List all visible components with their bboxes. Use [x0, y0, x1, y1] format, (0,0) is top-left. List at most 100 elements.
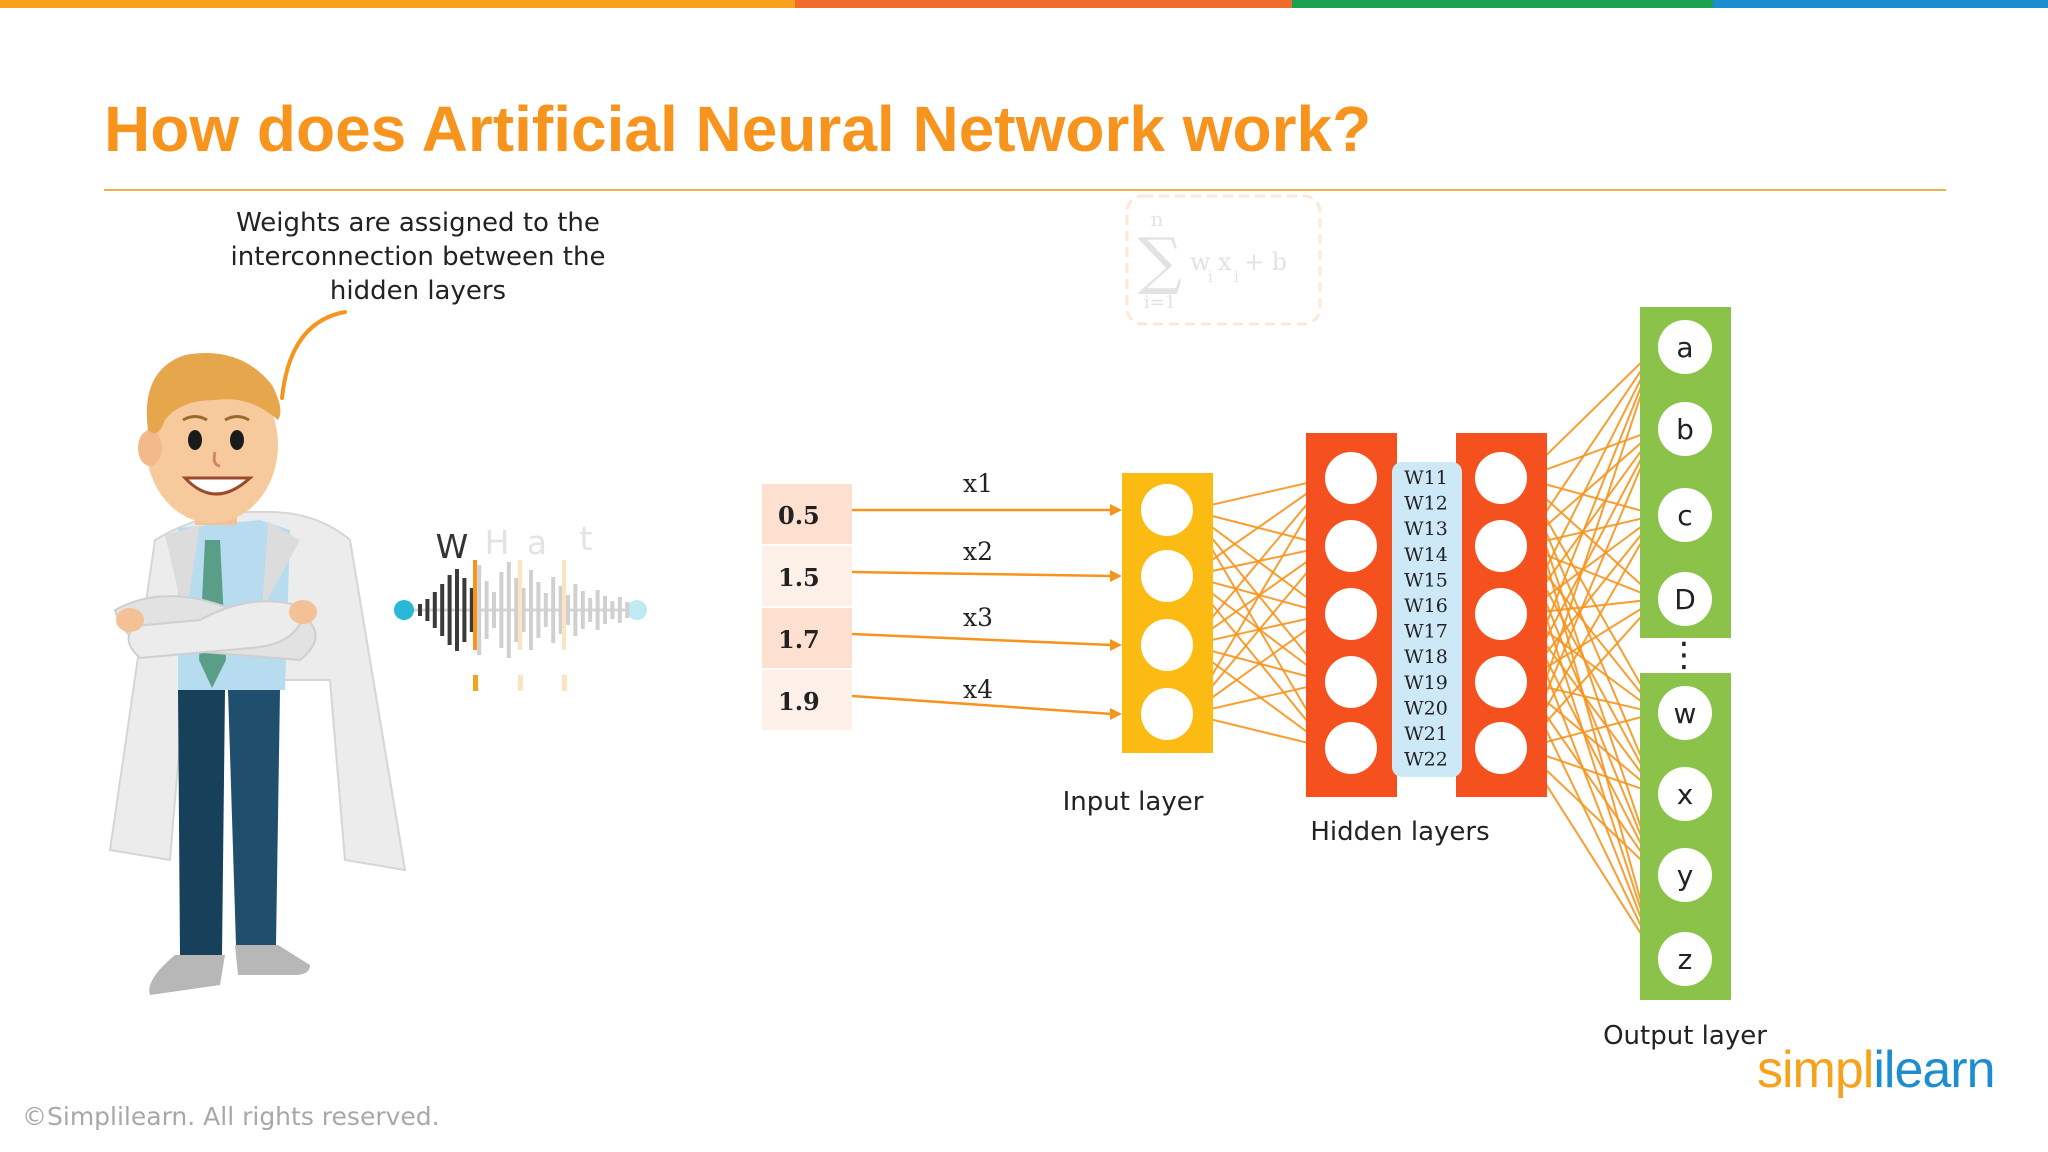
wave-bar [536, 582, 541, 638]
input-value: 1.5 [778, 563, 820, 592]
input-arrowhead [1110, 639, 1122, 651]
output-node [1658, 932, 1712, 986]
input-arrow [851, 632, 1113, 647]
output-node-label: b [1676, 413, 1694, 446]
wave-bar [492, 592, 496, 628]
input-label: x3 [963, 603, 993, 632]
output-node [1658, 320, 1712, 374]
copyright-notice: ©Simplilearn. All rights reserved. [22, 1102, 440, 1131]
input-value: 1.7 [778, 625, 820, 654]
output-node [1658, 686, 1712, 740]
input-value-cell [762, 484, 852, 544]
input-layer-label: Input layer [1063, 787, 1204, 817]
wave-bar [469, 588, 474, 632]
input-node [1141, 484, 1193, 536]
simplilearn-logo: simplilearn [1757, 1040, 1996, 1100]
output-node [1658, 572, 1712, 626]
input-node [1141, 688, 1193, 740]
weight-label: W15 [1404, 569, 1448, 591]
wave-bar [573, 584, 578, 636]
output-node-label: D [1674, 583, 1696, 616]
hidden-node-layer-1 [1325, 588, 1377, 640]
waveform-bars [418, 562, 630, 658]
output-node-label: a [1676, 331, 1693, 364]
formula-weight: w [1190, 248, 1211, 276]
wave-bar [529, 570, 533, 650]
wave-bar [595, 590, 600, 630]
output-node-label: z [1678, 943, 1693, 976]
title-underline [104, 189, 1946, 191]
hidden-node-layer-2 [1475, 588, 1527, 640]
wave-bar [603, 596, 607, 624]
output-layer-label: Output layer [1603, 1021, 1767, 1051]
weight-label: W20 [1404, 697, 1448, 719]
hidden-node-layer-1 [1325, 452, 1377, 504]
hidden-layers-label: Hidden layers [1310, 817, 1489, 847]
input-label: x1 [963, 469, 993, 498]
wave-bar [580, 591, 585, 629]
waveform-tick-3 [562, 675, 567, 691]
formula-x-sub: i [1234, 268, 1239, 286]
wave-bar [484, 581, 489, 639]
weight-label: W21 [1404, 723, 1448, 745]
hidden-node-layer-1 [1325, 722, 1377, 774]
formula-sigma: ∑ [1138, 224, 1182, 297]
waveform-letter-4: t [580, 519, 593, 558]
weight-label: W19 [1404, 672, 1448, 694]
input-value: 1.9 [778, 687, 820, 716]
wave-bar [566, 595, 570, 625]
output-node [1658, 848, 1712, 902]
wave-bar [625, 602, 630, 618]
formula-weight-sub: i [1208, 268, 1213, 286]
output-node-label: y [1677, 859, 1694, 892]
input-value: 0.5 [778, 501, 820, 530]
wave-bar [462, 578, 467, 642]
input-arrowhead [1110, 708, 1122, 720]
weight-label: W16 [1404, 595, 1448, 617]
hidden-node-layer-2 [1475, 520, 1527, 572]
wave-bar [447, 575, 452, 645]
waveform-end-dot [627, 600, 647, 620]
wave-bar [543, 593, 548, 627]
weight-label: W11 [1404, 467, 1448, 489]
input-arrow [851, 694, 1113, 716]
speech-callout: Weights are assigned to the interconnect… [230, 208, 606, 306]
input-label: x2 [963, 537, 993, 566]
hidden-node-layer-2 [1475, 722, 1527, 774]
top-bar-segment-blue [1713, 0, 2048, 8]
waveform-letter-1: W [436, 527, 469, 566]
wave-bar [521, 588, 526, 632]
wave-bar [418, 604, 422, 616]
hidden-node-layer-1 [1325, 656, 1377, 708]
wave-bar [514, 578, 519, 642]
output-node-label: c [1677, 499, 1692, 532]
wave-bar [440, 584, 445, 636]
hidden-node-layer-2 [1475, 656, 1527, 708]
input-value-cell [762, 546, 852, 606]
wave-bar [506, 562, 511, 658]
weight-label: W17 [1404, 621, 1448, 643]
weight-label: W18 [1404, 646, 1448, 668]
weight-label: W12 [1404, 493, 1448, 515]
formula-bias: + b [1244, 248, 1287, 276]
slide-title: How does Artificial Neural Network work? [104, 93, 1372, 165]
logo-part-1: simpl [1757, 1041, 1874, 1099]
input-value-cell [762, 608, 852, 668]
formula-upper-limit: n [1151, 207, 1164, 231]
wave-bar [477, 565, 482, 655]
top-bar-segment-orange [795, 0, 1292, 8]
output-ellipsis: ⋮ [1667, 635, 1701, 675]
input-label: x4 [963, 675, 993, 704]
wave-bar [610, 601, 615, 619]
weight-label: W14 [1404, 544, 1448, 566]
wave-bar [617, 597, 622, 623]
callout-pointer [280, 310, 347, 400]
input-value-cell [762, 670, 852, 730]
waveform-tick-2 [518, 675, 523, 691]
output-node [1658, 767, 1712, 821]
wave-bar [455, 569, 459, 651]
output-node-label: x [1677, 778, 1694, 811]
logo-part-2: ilearn [1873, 1041, 1995, 1099]
